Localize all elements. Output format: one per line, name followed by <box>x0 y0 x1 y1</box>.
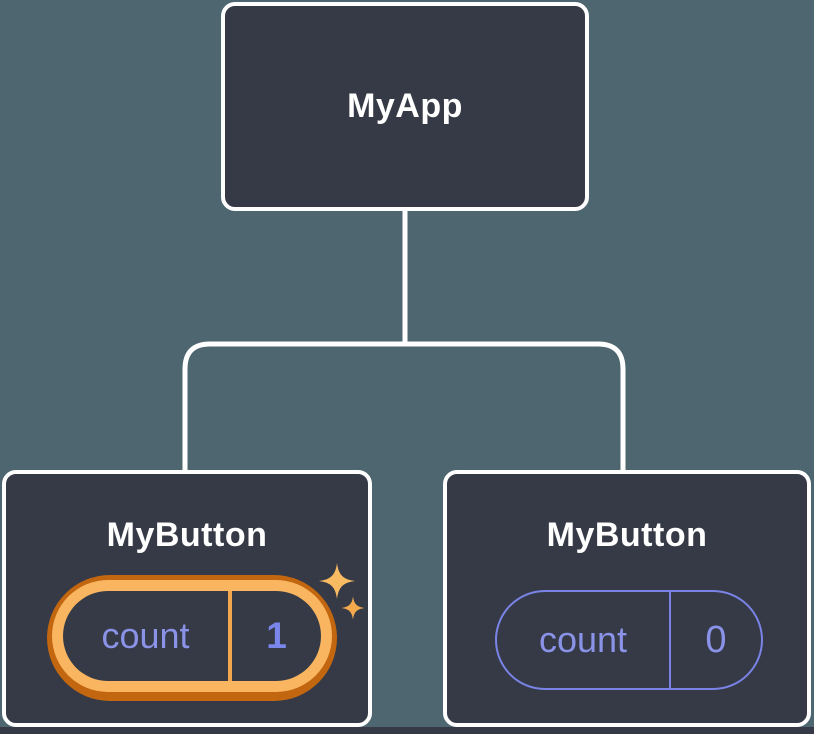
connector-branch <box>182 341 626 472</box>
state-pill-highlight-ring: count 1 <box>52 580 332 692</box>
state-value: 0 <box>705 618 727 661</box>
state-value: 1 <box>266 615 287 656</box>
state-pill-divider <box>228 591 232 681</box>
node-myapp: MyApp <box>221 2 589 211</box>
node-mybutton-right: MyButton count 0 <box>443 470 811 727</box>
state-pill-divider <box>669 592 671 688</box>
page-edge-strip <box>0 727 814 734</box>
sparkle-icon <box>341 596 365 620</box>
node-mybutton-right-label: MyButton <box>546 516 708 554</box>
state-pill-idle: count 0 <box>495 590 763 690</box>
state-name-label: count <box>101 615 190 656</box>
state-name-label: count <box>538 619 628 660</box>
node-myapp-label: MyApp <box>347 87 463 125</box>
node-mybutton-left-label: MyButton <box>106 516 268 554</box>
state-pill-highlighted: count 1 <box>47 575 337 701</box>
sparkle-icon <box>319 563 355 599</box>
node-mybutton-left: MyButton count 1 <box>2 470 372 727</box>
